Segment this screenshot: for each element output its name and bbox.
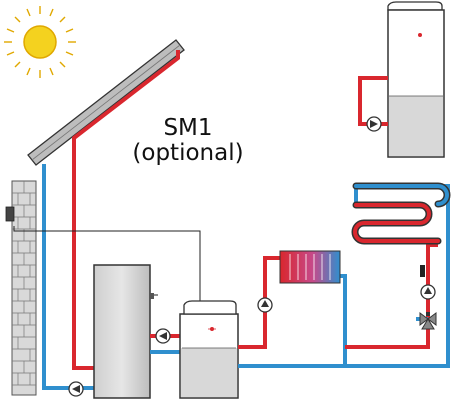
- module-label: SM1 (optional): [118, 116, 258, 166]
- solar-pump-icon: [68, 381, 84, 397]
- optional-boiler: [387, 1, 445, 158]
- storage-cylinder: [93, 264, 154, 399]
- heating-return-pipe: [238, 274, 347, 368]
- flame-indicator-icon: [418, 33, 422, 37]
- mixed-circuit-return-pipe: [345, 184, 450, 368]
- mixed-circuit-pump-icon: [420, 284, 436, 300]
- cylinder-pump-icon: [155, 328, 171, 344]
- optional-boiler-pump-icon: [366, 116, 382, 132]
- underfloor-heating-coil: [351, 182, 451, 245]
- module-name: SM1: [163, 115, 213, 141]
- mixing-valve-icon: [419, 312, 437, 330]
- module-note: (optional): [132, 140, 244, 166]
- flow-sensor-icon: [420, 265, 425, 277]
- collector-return-pipe: [42, 164, 96, 390]
- solar-collector: [27, 39, 185, 166]
- radiator: [279, 250, 341, 284]
- heating-pump-icon: [257, 297, 273, 313]
- flame-indicator-icon: [208, 327, 216, 331]
- outdoor-sensor-icon: [5, 206, 15, 222]
- collector-flow-pipe: [72, 50, 180, 370]
- boiler: [179, 300, 239, 399]
- sun-icon: [4, 6, 76, 78]
- building-wall: [11, 180, 37, 396]
